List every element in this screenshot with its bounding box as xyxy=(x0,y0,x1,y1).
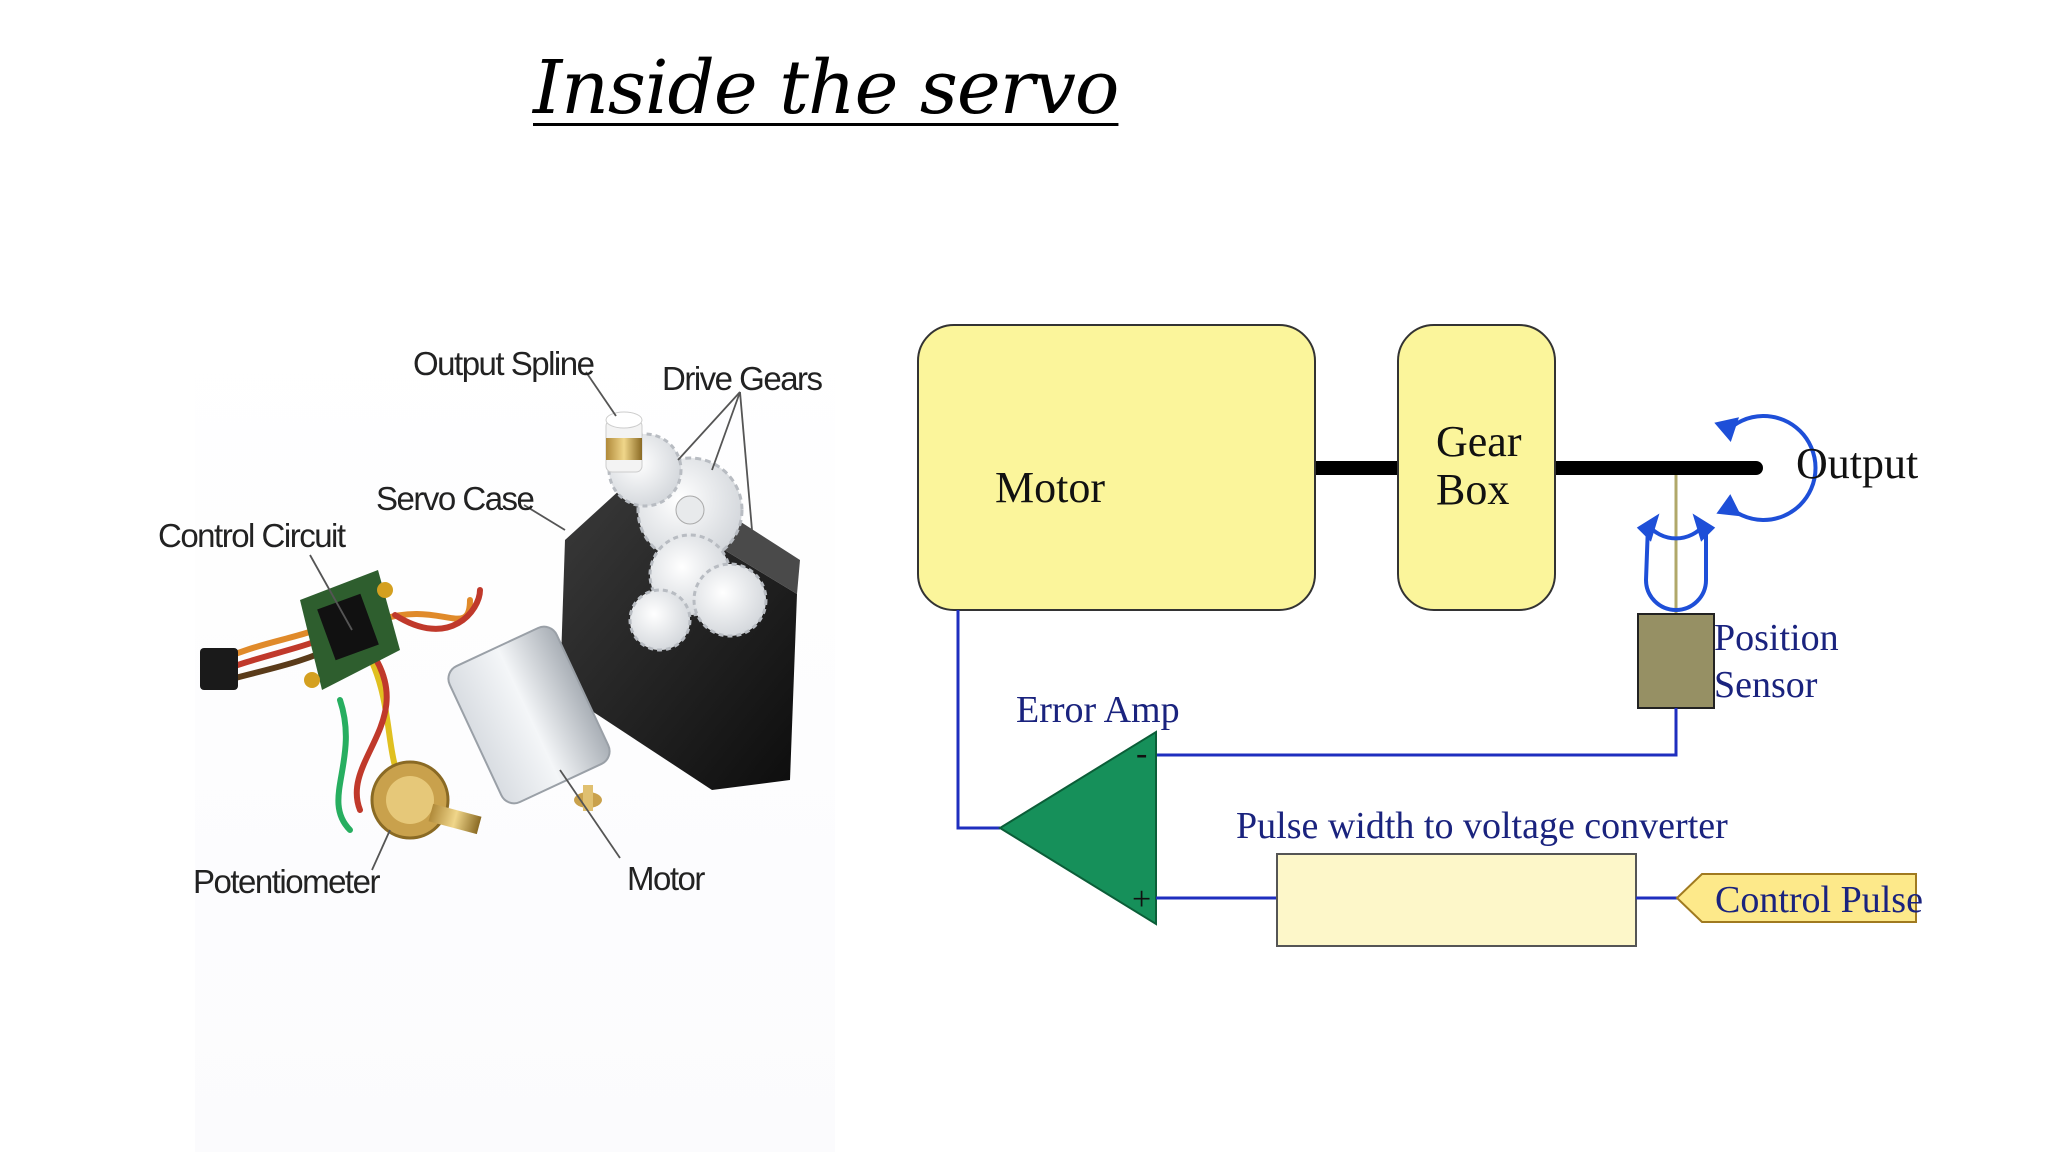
slide-title: Inside the servo xyxy=(533,45,1119,131)
drive-gears-illustration xyxy=(607,432,768,652)
output-spline-illustration xyxy=(605,411,643,473)
gearbox-label-line2: Box xyxy=(1436,465,1509,514)
gearbox-block xyxy=(1397,324,1556,611)
control-circuit-illustration xyxy=(300,570,400,690)
error-amp-plus: + xyxy=(1132,881,1151,918)
error-amp-minus: - xyxy=(1136,735,1147,772)
position-sensor-label-line1: Position xyxy=(1714,617,1839,659)
potentiometer-illustration xyxy=(370,760,482,840)
label-servo-case: Servo Case xyxy=(376,480,534,517)
motor-block-label: Motor xyxy=(995,463,1105,512)
motor-drive-wire xyxy=(956,610,1000,830)
control-pulse-label: Control Pulse xyxy=(1715,879,1923,921)
error-amp xyxy=(998,730,1157,926)
error-amp-label: Error Amp xyxy=(1016,689,1180,731)
control-pulse-tag xyxy=(1675,873,1917,923)
sensor-rotation-arrows xyxy=(1636,513,1716,612)
position-sensor-block xyxy=(1637,613,1715,709)
pulse-converter-label: Pulse width to voltage converter xyxy=(1236,805,1728,847)
label-output-spline: Output Spline xyxy=(413,345,594,382)
connector-illustration xyxy=(200,648,238,690)
label-control-circuit: Control Circuit xyxy=(158,517,346,554)
servo-block-diagram: Motor Gear Box Output Po xyxy=(917,324,1923,947)
output-rotation-arrows xyxy=(1714,414,1818,522)
label-potentiometer: Potentiometer xyxy=(193,863,380,900)
motor-illustration xyxy=(447,625,611,811)
motor-block xyxy=(917,324,1316,611)
label-drive-gears: Drive Gears xyxy=(662,360,823,397)
position-sensor-label-line2: Sensor xyxy=(1714,664,1818,706)
feedback-wire xyxy=(1156,708,1678,757)
servo-parts-photo: Output Spline Drive Gears Servo Case Con… xyxy=(158,345,824,900)
pulse-converter-block xyxy=(1276,853,1637,947)
callout-lines xyxy=(309,371,753,871)
label-motor: Motor xyxy=(627,860,705,897)
gearbox-label-line1: Gear xyxy=(1436,417,1522,466)
output-label: Output xyxy=(1796,439,1918,488)
